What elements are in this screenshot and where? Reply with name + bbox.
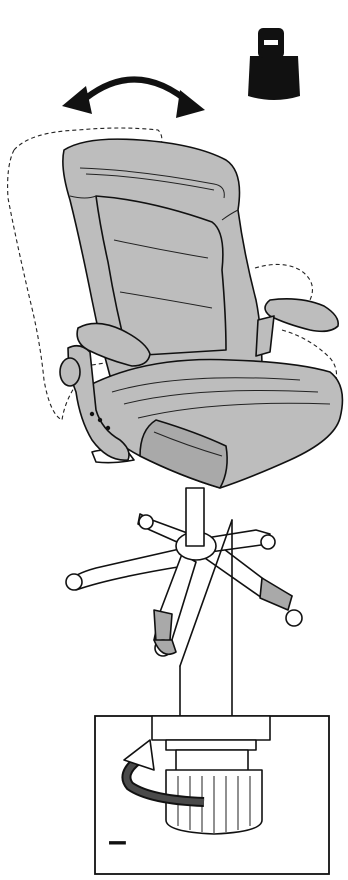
minus-sign-label: – [108, 822, 127, 860]
chair-base [66, 450, 302, 656]
detail-inset: – [95, 716, 329, 874]
chair-body [60, 139, 342, 488]
tension-knob-icon [248, 28, 300, 100]
recline-arrow-icon [62, 79, 205, 118]
